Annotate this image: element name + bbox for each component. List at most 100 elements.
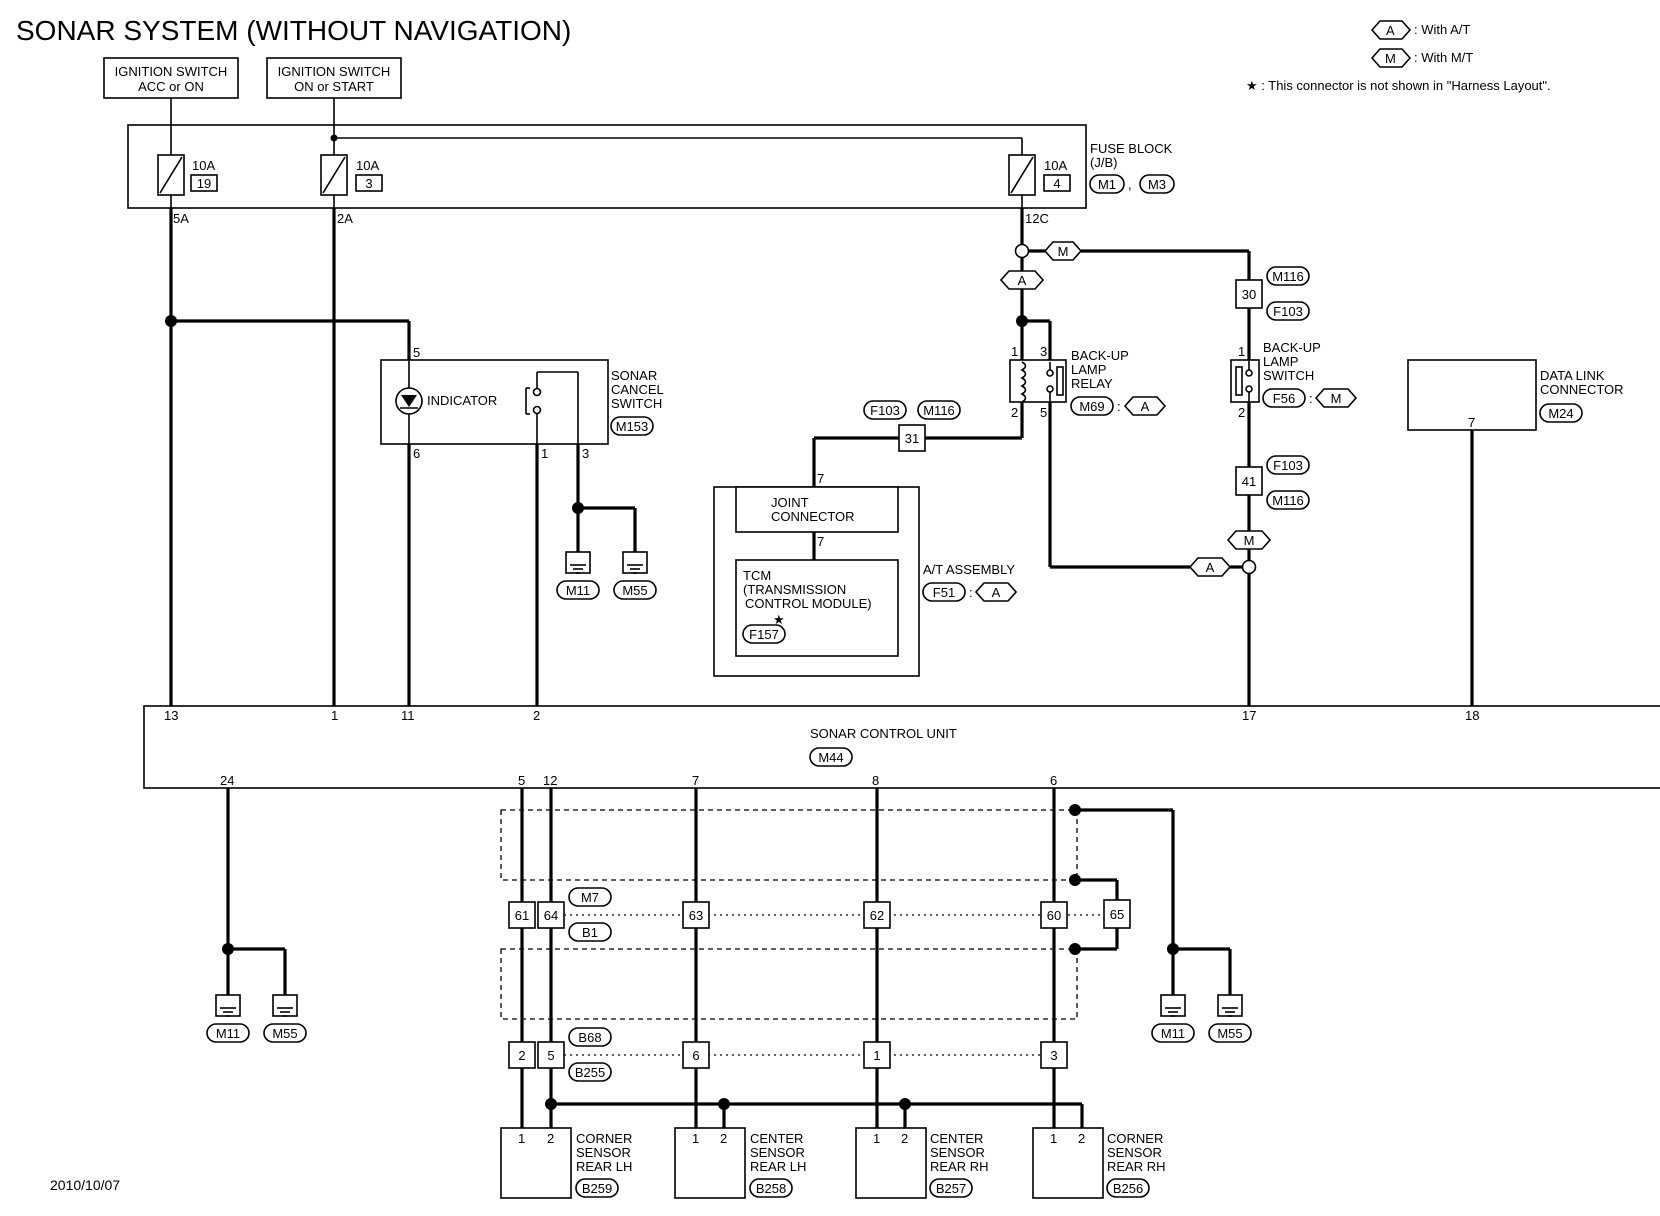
scu-pin-8: 8: [872, 773, 879, 788]
fuse-19-amp: 10A: [192, 158, 215, 173]
sensor-3-label-1: CENTER: [930, 1131, 983, 1146]
svg-text::: :: [969, 585, 973, 600]
sensor-3-p1: 1: [873, 1131, 880, 1146]
ground-right-m55-label: M55: [1217, 1026, 1242, 1041]
switch-connector: F56: [1273, 391, 1295, 406]
m7-pin-64: 64: [544, 908, 558, 923]
wire-code-m-top-label: M: [1058, 244, 1069, 259]
ignition-switch-acc: IGNITION SWITCH ACC or ON: [103, 57, 239, 99]
cancel-connector: M153: [616, 419, 649, 434]
fuse-term-2a: 2A: [337, 211, 353, 226]
data-link-label-1: DATA LINK: [1540, 368, 1605, 383]
fuse-block-conn-1: M1: [1098, 177, 1116, 192]
b68-pin-3: 3: [1050, 1048, 1057, 1063]
wire-code-a-bottom-label: A: [1206, 560, 1215, 575]
sensor-3-p2: 2: [901, 1131, 908, 1146]
backup-lamp-relay: 1 3 2 5 BACK-UP LAMP RELAY M69 : A: [1009, 344, 1167, 420]
ign-acc-line2: ACC or ON: [138, 79, 204, 94]
fuse-term-5a: 5A: [173, 211, 189, 226]
sensor-1-label-3: REAR LH: [576, 1159, 632, 1174]
m7-pin-61: 61: [515, 908, 529, 923]
cancel-pin-3: 3: [582, 446, 589, 461]
inline-connector-41: 41 F103 M116: [1235, 455, 1310, 510]
fuse-19: 10A 19: [157, 154, 218, 196]
ground-cancel-m55: M55: [613, 551, 657, 600]
sensor-center-rear-lh: 1 2 CENTER SENSOR REAR LH B258: [674, 1127, 806, 1199]
sensor-2-label-3: REAR LH: [750, 1159, 806, 1174]
relay-pin-3: 3: [1040, 344, 1047, 359]
scu-connector: M44: [818, 750, 843, 765]
fuse-4-num: 4: [1053, 176, 1060, 191]
fuse-19-num: 19: [197, 176, 211, 191]
sensor-1-label-1: CORNER: [576, 1131, 632, 1146]
relay-connector: M69: [1079, 399, 1104, 414]
sensor-1-p2: 2: [547, 1131, 554, 1146]
switch-label-1: BACK-UP: [1263, 340, 1321, 355]
cancel-pin-5: 5: [413, 345, 420, 360]
fuse-block-label-2: (J/B): [1090, 155, 1117, 170]
svg-text:,: ,: [1128, 177, 1132, 192]
ign-acc-line1: IGNITION SWITCH: [115, 64, 228, 79]
relay-label-3: RELAY: [1071, 376, 1113, 391]
fuse-block: 10A 19 10A 3 10A 4 FUSE BLOCK (J/B) M1 ,…: [127, 124, 1175, 209]
fuse-4-amp: 10A: [1044, 158, 1067, 173]
fuse-term-12c: 12C: [1025, 211, 1049, 226]
wire-code-m-bottom: M: [1226, 530, 1272, 550]
indicator-label: INDICATOR: [427, 393, 497, 408]
joint-label-2: CONNECTOR: [771, 509, 855, 524]
relay-pin-2: 2: [1011, 405, 1018, 420]
fuse-3-amp: 10A: [356, 158, 379, 173]
scu-pin-6: 6: [1050, 773, 1057, 788]
joint-pin-top: 7: [817, 471, 824, 486]
data-link-connector: 7 DATA LINK CONNECTOR M24: [1407, 359, 1624, 431]
joint-pin-bottom: 7: [817, 534, 824, 549]
sensor-2-label-2: SENSOR: [750, 1145, 805, 1160]
relay-variant: A: [1141, 399, 1150, 414]
switch-pin-2: 2: [1238, 405, 1245, 420]
scu-pin-5: 5: [518, 773, 525, 788]
b68-pin-6: 6: [692, 1048, 699, 1063]
ign-on-line1: IGNITION SWITCH: [278, 64, 391, 79]
cancel-label-2: CANCEL: [611, 382, 664, 397]
b255-connector: B255: [575, 1065, 605, 1080]
b68-b255-connector-row: 2 5 6 1 3 B68 B255: [508, 1027, 1068, 1082]
sensor-corner-rear-rh: 1 2 CORNER SENSOR REAR RH B256: [1032, 1127, 1166, 1199]
relay-pin-5: 5: [1040, 405, 1047, 420]
switch-variant: M: [1331, 391, 1342, 406]
inline-connector-31: 31 F103 M116: [863, 400, 961, 452]
inline-31-conn-a: F103: [870, 403, 900, 418]
at-assembly-variant: A: [992, 585, 1001, 600]
ign-on-line2: ON or START: [294, 79, 374, 94]
ignition-switch-on: IGNITION SWITCH ON or START: [266, 57, 402, 99]
m7-b1-connector-row: 61 64 63 62 60 65 M7 B1: [508, 887, 1131, 942]
sensor-1-connector: B259: [582, 1181, 612, 1196]
sensor-2-p1: 1: [692, 1131, 699, 1146]
ground-left-m11-label: M11: [216, 1026, 240, 1041]
scu-label: SONAR CONTROL UNIT: [810, 726, 957, 741]
wire-code-a-bottom: A: [1188, 557, 1232, 577]
legend: A : With A/T M : With M/T ★ : This conne…: [1246, 20, 1551, 93]
fuse-block-label-1: FUSE BLOCK: [1090, 141, 1173, 156]
scu-pin-7: 7: [692, 773, 699, 788]
sensor-corner-rear-lh: 1 2 CORNER SENSOR REAR LH B259: [500, 1127, 632, 1199]
ground-right-m55: M55: [1208, 994, 1252, 1043]
tcm-label-3: CONTROL MODULE): [745, 596, 872, 611]
legend-at-text: : With A/T: [1414, 22, 1470, 37]
at-assembly-connector: F51: [933, 585, 955, 600]
inline-31-pin: 31: [905, 431, 919, 446]
scu-pin-24: 24: [220, 773, 234, 788]
svg-text::: :: [1309, 391, 1313, 406]
inline-30-conn-b: F103: [1273, 304, 1303, 319]
b68-pin-1: 1: [873, 1048, 880, 1063]
fuse-3: 10A 3: [320, 154, 383, 196]
data-link-label-2: CONNECTOR: [1540, 382, 1624, 397]
switch-label-2: LAMP: [1263, 354, 1298, 369]
svg-text:★: ★: [773, 612, 785, 627]
relay-pin-1: 1: [1011, 344, 1018, 359]
sensor-3-connector: B257: [936, 1181, 966, 1196]
sensor-4-label-3: REAR RH: [1107, 1159, 1166, 1174]
sensor-4-label-1: CORNER: [1107, 1131, 1163, 1146]
m7-connector: M7: [581, 890, 599, 905]
data-link-pin: 7: [1468, 415, 1475, 430]
wire-code-a-top-label: A: [1018, 273, 1027, 288]
